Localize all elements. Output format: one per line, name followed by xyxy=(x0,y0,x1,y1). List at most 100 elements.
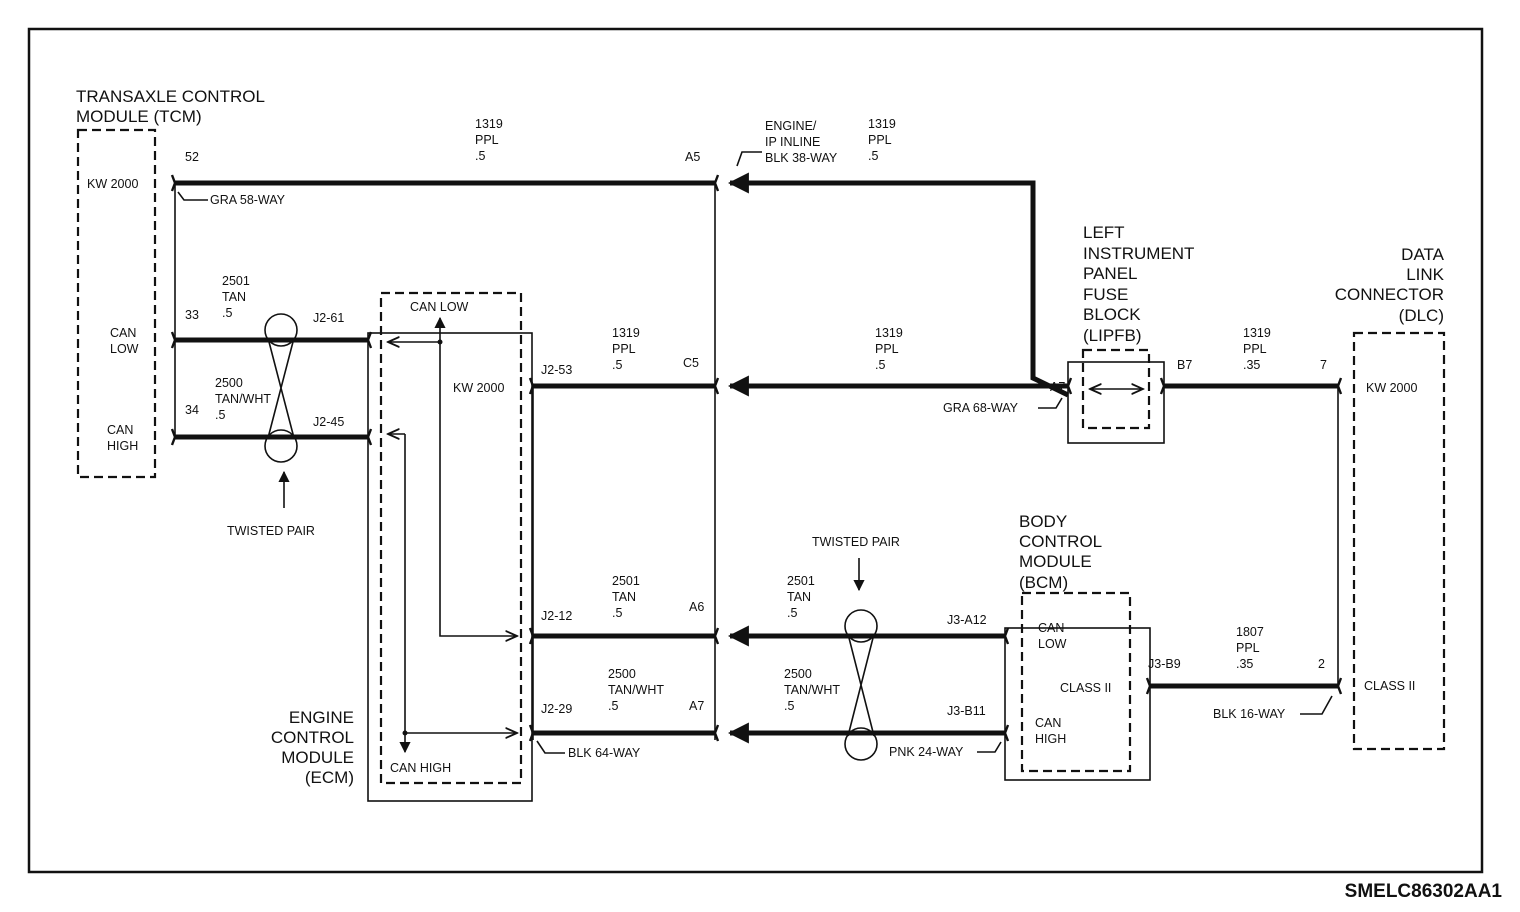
wire-label-color: PPL xyxy=(475,133,499,147)
wire-label-gauge: .5 xyxy=(475,149,485,163)
wire-label-color: TAN/WHT xyxy=(215,392,271,406)
wire-label-circuit: 2501 xyxy=(787,574,815,588)
tcm-box xyxy=(76,128,157,479)
wire-label-gauge: .5 xyxy=(215,408,225,422)
twist-cross xyxy=(847,633,875,737)
bcm-connector-leader xyxy=(977,741,1002,753)
dlc-title-line2: LINK xyxy=(1406,265,1444,284)
bcm-can-low-2: LOW xyxy=(1038,637,1067,651)
lipfb-pin-a7: A7 xyxy=(1050,380,1065,394)
ecm-can-low-label: CAN LOW xyxy=(410,300,469,314)
wire-label-gauge: .5 xyxy=(787,606,797,620)
tcm-can-low-1: CAN xyxy=(110,326,136,340)
lipfb-title-line2: INSTRUMENT xyxy=(1083,244,1194,263)
inline-leader xyxy=(736,151,762,167)
wire-label-gauge: .5 xyxy=(612,606,622,620)
inline-pin-a6: A6 xyxy=(689,600,704,614)
wire-label-gauge: .5 xyxy=(608,699,618,713)
inline-pin-a5: A5 xyxy=(685,150,700,164)
lipfb-pin-b7: B7 xyxy=(1177,358,1192,372)
ecm-box xyxy=(379,291,523,785)
wire-label-circuit: 2501 xyxy=(222,274,250,288)
terminal-tick xyxy=(366,331,373,349)
terminal-tick xyxy=(1336,377,1343,395)
twist-loop xyxy=(264,313,298,347)
twist-loop xyxy=(264,429,298,463)
dlc-pin-7: 7 xyxy=(1320,358,1327,372)
dlc-title-line4: (DLC) xyxy=(1399,306,1444,325)
diagram-code: SMELC86302AA1 xyxy=(1345,881,1503,902)
terminal-tick xyxy=(1066,377,1073,395)
ecm-pin-j2-45: J2-45 xyxy=(313,415,344,429)
wire-label-gauge: .35 xyxy=(1243,358,1260,372)
inline-label-line2: IP INLINE xyxy=(765,135,820,149)
tcm-kw-label: KW 2000 xyxy=(87,177,138,191)
tcm-can-high-1: CAN xyxy=(107,423,133,437)
ecm-kw-label: KW 2000 xyxy=(453,381,504,395)
wire-label-color: PPL xyxy=(1236,641,1260,655)
lipfb-title-line6: (LIPFB) xyxy=(1083,326,1142,345)
wire-label-gauge: .5 xyxy=(222,306,232,320)
terminal-tick xyxy=(713,377,720,395)
tcm-title-line1: TRANSAXLE CONTROL xyxy=(76,87,265,106)
twisted-pair-right-label: TWISTED PAIR xyxy=(812,535,900,549)
bcm-class2-label: CLASS II xyxy=(1060,681,1111,695)
terminal-tick xyxy=(1159,377,1166,395)
wire-label-circuit: 1807 xyxy=(1236,625,1264,639)
twist-cross xyxy=(267,337,295,439)
lipfb-connector-label: GRA 68-WAY xyxy=(943,401,1019,415)
ecm-module: CAN LOW CAN HIGH KW 2000 ENGINE CONTROL … xyxy=(271,291,641,802)
wire-label-circuit: 2501 xyxy=(612,574,640,588)
dlc-pin-2: 2 xyxy=(1318,657,1325,671)
dlc-kw-label: KW 2000 xyxy=(1366,381,1417,395)
wire-label-color: TAN xyxy=(222,290,246,304)
tcm-module: TRANSAXLE CONTROL MODULE (TCM) KW 2000 C… xyxy=(76,87,286,479)
lipfb-outline xyxy=(1067,361,1165,444)
inline-pin-a7: A7 xyxy=(689,699,704,713)
tcm-pin-33: 33 xyxy=(185,308,199,322)
bcm-title-line3: MODULE xyxy=(1019,552,1092,571)
ecm-junction xyxy=(437,339,443,345)
bcm-pin-j3-a12: J3-A12 xyxy=(947,613,987,627)
inline-label-line3: BLK 38-WAY xyxy=(765,151,838,165)
ecm-pin-j2-53: J2-53 xyxy=(541,363,572,377)
dlc-connector-label: BLK 16-WAY xyxy=(1213,707,1286,721)
twist-loop xyxy=(844,609,878,643)
ecm-title-line3: MODULE xyxy=(281,748,354,767)
wire-label-color: TAN xyxy=(612,590,636,604)
wire-label-color: PPL xyxy=(875,342,899,356)
wire-label-color: PPL xyxy=(612,342,636,356)
bcm-module: BODY CONTROL MODULE (BCM) CAN LOW CLASS … xyxy=(889,512,1181,781)
terminal-tick xyxy=(170,174,177,192)
tcm-connector-leader xyxy=(177,191,208,201)
bcm-outline xyxy=(1004,627,1151,781)
dlc-connector-leader xyxy=(1300,695,1333,715)
terminal-tick xyxy=(713,627,720,645)
terminal-tick xyxy=(1003,724,1010,742)
ecm-junction xyxy=(402,730,408,736)
lipfb-connector-leader xyxy=(1038,397,1063,409)
tcm-connector-label: GRA 58-WAY xyxy=(210,193,286,207)
terminal-tick xyxy=(1003,627,1010,645)
wire-label-color: TAN/WHT xyxy=(784,683,840,697)
terminal-tick xyxy=(1336,677,1343,695)
tcm-can-low-2: LOW xyxy=(110,342,139,356)
ecm-pin-j2-12: J2-12 xyxy=(541,609,572,623)
ecm-outline xyxy=(367,332,533,802)
bcm-title-line4: (BCM) xyxy=(1019,573,1068,592)
terminal-tick xyxy=(528,627,535,645)
bcm-title-line2: CONTROL xyxy=(1019,532,1102,551)
wire-label-gauge: .5 xyxy=(868,149,878,163)
lipfb-title-line5: BLOCK xyxy=(1083,305,1141,324)
bcm-can-high-2: HIGH xyxy=(1035,732,1066,746)
ecm-connector-label: BLK 64-WAY xyxy=(568,746,641,760)
terminal-tick xyxy=(366,428,373,446)
wire-label-color: PPL xyxy=(868,133,892,147)
terminal-ticks xyxy=(170,174,1343,742)
bcm-pin-j3-b11: J3-B11 xyxy=(947,704,986,718)
wire-label-circuit: 2500 xyxy=(215,376,243,390)
wire-label-circuit: 2500 xyxy=(608,667,636,681)
inline-connector: ENGINE/ IP INLINE BLK 38-WAY A5 C5 A6 A7 xyxy=(683,119,838,744)
terminal-tick xyxy=(1145,677,1152,695)
